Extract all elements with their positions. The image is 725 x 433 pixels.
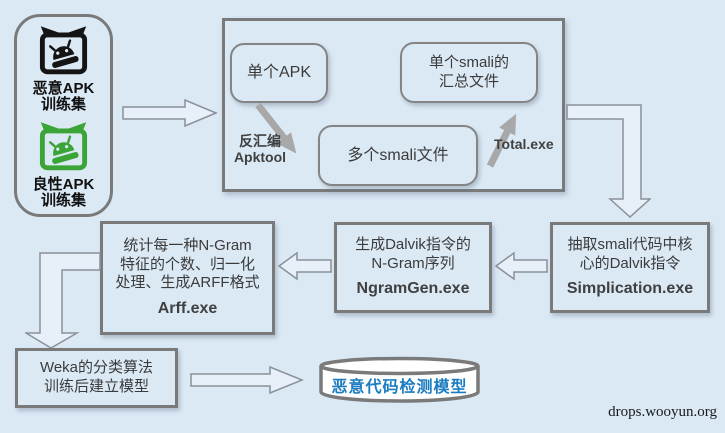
- arrow-left-to-arff-icon: [277, 251, 332, 281]
- box-text: 训练后建立模型: [43, 378, 149, 395]
- box-text: N-Gram序列: [371, 254, 455, 272]
- ngramgen-box: 生成Dalvik指令的 N-Gram序列 NgramGen.exe: [334, 222, 492, 313]
- label-line: Apktool: [233, 149, 287, 166]
- elbow-arrow-down-left-icon: [25, 252, 101, 349]
- benign-set-label: 良性APK 训练集: [32, 175, 95, 210]
- box-text: 处理、生成ARFF格式: [115, 274, 260, 292]
- tool-name: Arff.exe: [157, 300, 218, 318]
- benign-apk-icon: [39, 122, 88, 171]
- box-text: 心的Dalvik指令: [579, 254, 681, 272]
- box-text: 多个smali文件: [347, 146, 449, 164]
- elbow-arrow-down-right-icon: [566, 104, 651, 218]
- tool-name: NgramGen.exe: [356, 280, 470, 298]
- malicious-set-label: 恶意APK 训练集: [32, 79, 95, 114]
- single-apk-box: 单个APK: [230, 43, 328, 103]
- total-exe-label: Total.exe: [494, 136, 564, 152]
- total-exe-arrow-icon: [486, 113, 517, 168]
- multi-smali-box: 多个smali文件: [318, 125, 478, 186]
- label-line: Total.exe: [494, 136, 554, 152]
- apktool-label: 反汇编 Apktool: [226, 133, 294, 165]
- tool-name: Simplication.exe: [566, 280, 694, 298]
- box-text: 统计每一种N-Gram: [123, 236, 252, 254]
- box-text: 单个smali的: [428, 53, 509, 71]
- cylinder-shape-icon: [319, 356, 480, 403]
- box-text: 抽取smali代码中核: [567, 235, 693, 253]
- malicious-apk-icon: [39, 26, 88, 75]
- simplication-box: 抽取smali代码中核 心的Dalvik指令 Simplication.exe: [550, 222, 710, 313]
- label-line: 恶意APK: [32, 79, 95, 97]
- detection-model-label: 恶意代码检测模型: [331, 379, 468, 396]
- box-text: 生成Dalvik指令的: [355, 235, 471, 253]
- arff-box: 统计每一种N-Gram 特征的个数、归一化 处理、生成ARFF格式 Arff.e…: [100, 221, 275, 335]
- arrow-right-to-disassembly-icon: [122, 98, 218, 128]
- arrow-left-to-ngramgen-icon: [494, 251, 548, 281]
- box-text: 单个APK: [246, 64, 312, 81]
- smali-summary-box: 单个smali的 汇总文件: [400, 42, 538, 103]
- arrow-right-to-model-icon: [190, 366, 304, 394]
- box-text: 汇总文件: [438, 72, 499, 90]
- label-line: 反汇编: [239, 133, 281, 149]
- apktool-arrow-icon: [255, 102, 297, 154]
- box-text: Weka的分类算法: [39, 359, 154, 377]
- label-line: 训练集: [40, 96, 86, 114]
- box-text: 特征的个数、归一化: [119, 255, 255, 273]
- label-line: 训练集: [40, 192, 86, 210]
- watermark-text: drops.wooyun.org: [608, 404, 717, 420]
- training-set-panel: 恶意APK 训练集 良性APK 训练集: [14, 14, 113, 217]
- weka-box: Weka的分类算法 训练后建立模型: [15, 348, 178, 408]
- disassembly-container: [222, 18, 565, 192]
- detection-model-cylinder: 恶意代码检测模型: [318, 356, 481, 404]
- label-line: 良性APK: [32, 175, 95, 193]
